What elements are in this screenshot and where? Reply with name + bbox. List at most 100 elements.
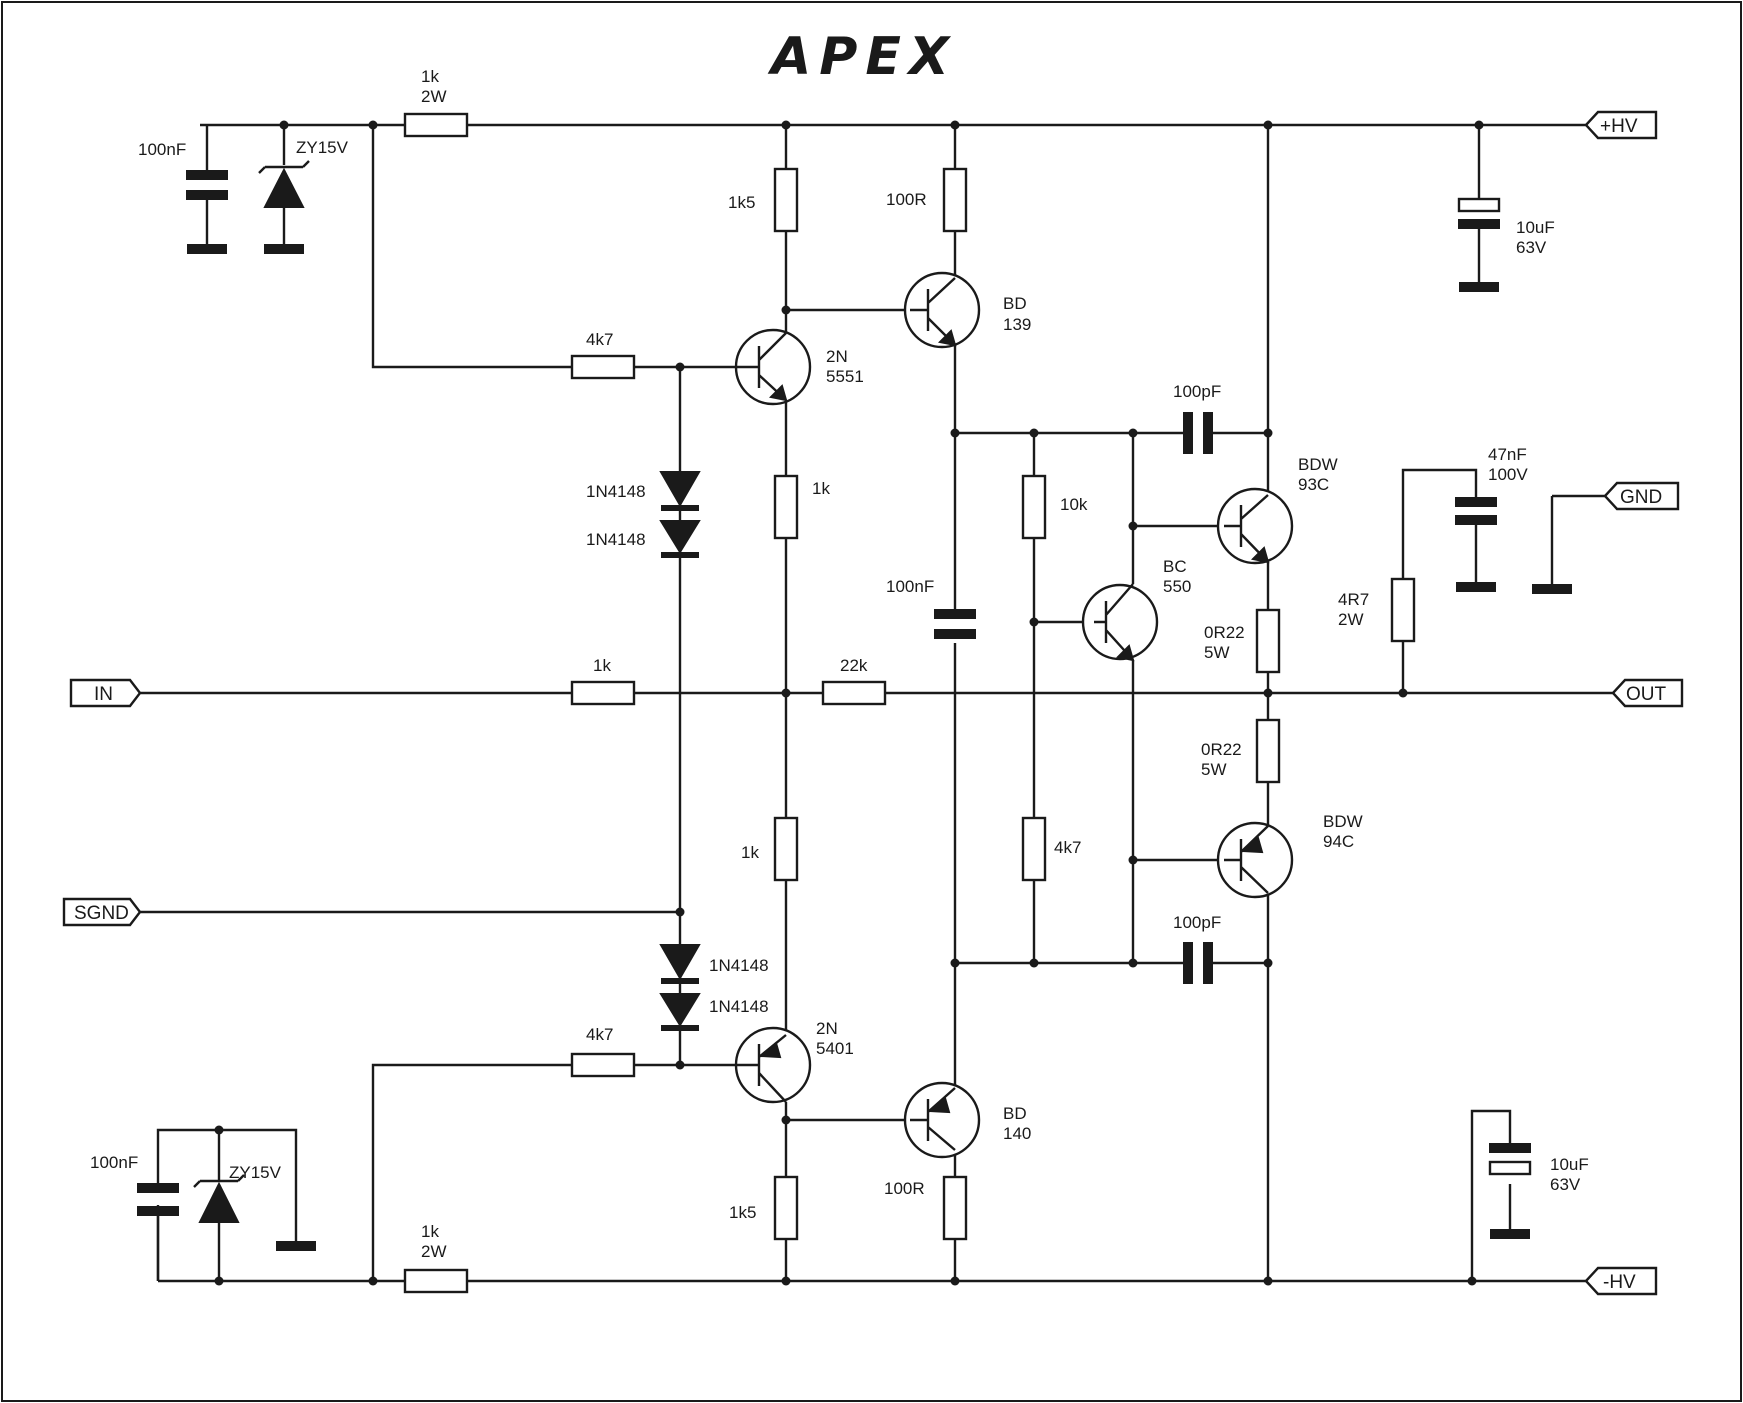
- resistor-icon: [821, 680, 887, 706]
- resistor-icon: [773, 474, 799, 540]
- resistor-icon: [942, 1175, 968, 1241]
- capacitor-icon: [1183, 412, 1213, 454]
- diodes: [659, 471, 701, 1031]
- label-q-2n5401-line2: 5401: [816, 1039, 854, 1058]
- label-q-bdw93c-line2: 93C: [1298, 475, 1329, 494]
- capacitor-icon: [1183, 942, 1213, 984]
- resistor-icon: [942, 167, 968, 233]
- label-q-bd140-line1: BD: [1003, 1104, 1027, 1123]
- label-q-bd140-line2: 140: [1003, 1124, 1031, 1143]
- label-r-4r7-power: 2W: [1338, 610, 1364, 629]
- svg-text:-HV: -HV: [1603, 1272, 1636, 1293]
- label-q-bdw94c-line1: BDW: [1323, 812, 1363, 831]
- label-c-10uf-top-voltage: 63V: [1516, 238, 1547, 257]
- label-r-4k7-top: 4k7: [586, 330, 613, 349]
- resistor-icon: [570, 1052, 636, 1078]
- ground-icon: [276, 1241, 316, 1251]
- label-c-top-left: 100nF: [138, 140, 186, 159]
- port-plus-hv: +HV: [1584, 110, 1658, 140]
- schematic-title: APEX: [767, 27, 957, 87]
- label-c-10uf-top-value: 10uF: [1516, 218, 1555, 237]
- ground-icon: [1490, 1229, 1530, 1239]
- resistor-icon: [1021, 816, 1047, 882]
- label-r-4k7-bot: 4k7: [586, 1025, 613, 1044]
- capacitors: [137, 170, 1532, 1216]
- resistors: [403, 112, 1416, 1294]
- label-c-10uf-bot-voltage: 63V: [1550, 1175, 1581, 1194]
- diode-icon: [659, 471, 701, 511]
- zener-diode-icon: [193, 1174, 245, 1223]
- port-minus-hv: -HV: [1584, 1266, 1658, 1296]
- resistor-icon: [1390, 577, 1416, 643]
- svg-text:OUT: OUT: [1626, 684, 1667, 705]
- grounds: [187, 244, 1572, 1251]
- label-z-bot: ZY15V: [229, 1163, 282, 1182]
- label-q-bd139-line2: 139: [1003, 315, 1031, 334]
- label-r-top-feed-power: 2W: [421, 87, 447, 106]
- electrolytic-capacitor-icon: [1457, 197, 1501, 229]
- resistor-icon: [1255, 718, 1281, 784]
- port-gnd: GND: [1603, 481, 1680, 511]
- ground-icon: [1459, 282, 1499, 292]
- svg-text:GND: GND: [1620, 487, 1662, 508]
- capacitor-icon: [137, 1183, 179, 1216]
- diode-icon: [659, 944, 701, 984]
- label-c-bot-left: 100nF: [90, 1153, 138, 1172]
- label-q-2n5551-line1: 2N: [826, 347, 848, 366]
- label-q-2n5401-line1: 2N: [816, 1019, 838, 1038]
- wires: [140, 123, 1613, 1283]
- label-c-47nf-voltage: 100V: [1488, 465, 1528, 484]
- label-d-top-1: 1N4148: [586, 482, 646, 501]
- label-d-top-2: 1N4148: [586, 530, 646, 549]
- ground-icon: [264, 244, 304, 254]
- svg-text:SGND: SGND: [74, 903, 129, 924]
- ground-icon: [187, 244, 227, 254]
- port-sgnd: SGND: [62, 897, 142, 927]
- electrolytic-capacitor-icon: [1488, 1143, 1532, 1176]
- label-r-bot-feed-power: 2W: [421, 1242, 447, 1261]
- label-q-2n5551-line2: 5551: [826, 367, 864, 386]
- svg-text:+HV: +HV: [1600, 116, 1638, 137]
- label-r-0r22-bot-power: 5W: [1201, 760, 1227, 779]
- resistor-icon: [1021, 474, 1047, 540]
- ground-icon: [1456, 582, 1496, 592]
- label-q-bc550-line1: BC: [1163, 557, 1187, 576]
- label-r-fb: 22k: [840, 656, 868, 675]
- capacitor-icon: [186, 170, 228, 200]
- svg-text:IN: IN: [94, 684, 113, 705]
- resistor-icon: [1255, 608, 1281, 674]
- label-r-10k: 10k: [1060, 495, 1088, 514]
- label-r-100r-bot: 100R: [884, 1179, 925, 1198]
- zener-diode-icon: [258, 160, 310, 208]
- label-r-1k5-bot: 1k5: [729, 1203, 756, 1222]
- component-labels: 100nF ZY15V 1k 2W 1k5 100R BD 139 4k7 2N…: [90, 67, 1589, 1261]
- label-r-bot-feed-value: 1k: [421, 1222, 439, 1241]
- label-r-in: 1k: [593, 656, 611, 675]
- label-q-bc550-line2: 550: [1163, 577, 1191, 596]
- npn-transistor-icon: [1081, 583, 1159, 662]
- label-r-100r-top: 100R: [886, 190, 927, 209]
- label-r-0r22-top-value: 0R22: [1204, 623, 1245, 642]
- label-r-0r22-bot-value: 0R22: [1201, 740, 1242, 759]
- resistor-icon: [773, 167, 799, 233]
- resistor-icon: [773, 816, 799, 882]
- label-d-bot-2: 1N4148: [709, 997, 769, 1016]
- resistor-icon: [403, 112, 469, 138]
- label-r-4r7-value: 4R7: [1338, 590, 1369, 609]
- diode-icon: [659, 993, 701, 1031]
- pnp-transistor-icon: [725, 1026, 812, 1104]
- resistor-icon: [403, 1268, 469, 1294]
- junction-dots: [214, 120, 1484, 1286]
- port-out: OUT: [1611, 678, 1684, 708]
- capacitor-icon: [1455, 497, 1497, 525]
- npn-transistor-icon: [1216, 487, 1294, 565]
- pnp-transistor-icon: [903, 1081, 981, 1159]
- label-c-10uf-bot-value: 10uF: [1550, 1155, 1589, 1174]
- label-z-top: ZY15V: [296, 138, 349, 157]
- label-r-1k-bot: 1k: [741, 843, 759, 862]
- label-d-bot-1: 1N4148: [709, 956, 769, 975]
- capacitor-icon: [934, 609, 976, 639]
- label-c-100pf-bot: 100pF: [1173, 913, 1221, 932]
